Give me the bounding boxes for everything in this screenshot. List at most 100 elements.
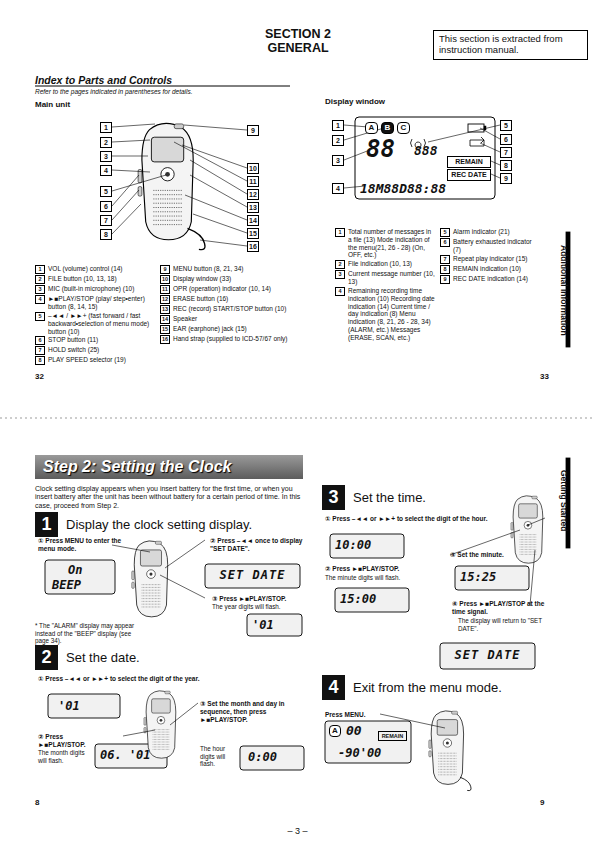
speaker-grille	[153, 220, 182, 221]
leader-line	[428, 125, 500, 142]
hand-strap	[460, 777, 471, 790]
item-number: 1	[35, 265, 45, 274]
lcd-digits: 00	[346, 724, 376, 738]
leader-line	[480, 128, 500, 139]
item-number: 1	[335, 228, 345, 237]
callout-number: 15	[247, 228, 259, 239]
play-button	[157, 716, 165, 724]
lcd-text: 10:00	[335, 538, 400, 552]
parts-list-item: 15EAR (earphone) jack (15)	[160, 325, 292, 334]
leader-line	[170, 703, 198, 725]
side-button	[429, 751, 431, 757]
speaker-grille	[153, 224, 182, 225]
item-description: PLAY SPEED selector (19)	[48, 356, 153, 365]
instruction-text: ④ Press ►■PLAY/STOP at the time signal.	[452, 600, 547, 616]
instruction-text: ① Press –◄◄ or ►►+ to select the digit o…	[38, 675, 288, 683]
instruction-text: Press MENU.	[325, 711, 405, 719]
step-title: Display the clock setting display.	[66, 517, 252, 532]
lcd-display	[247, 614, 302, 636]
callout-text: 12	[249, 191, 257, 198]
callout-text: 3	[336, 157, 340, 164]
speaker-grille	[142, 595, 161, 596]
parts-list-item: 16Hand strap (supplied to ICD-57/67 only…	[160, 335, 292, 344]
leader-line	[190, 175, 247, 207]
item-number: 3	[335, 270, 345, 279]
parts-list-item: 2File indication (10, 13)	[335, 260, 435, 269]
leader-line	[160, 575, 205, 598]
subheading: Main unit	[35, 100, 135, 109]
step-title: Set the time.	[353, 490, 426, 505]
instruction-text: ③ Set the month and day in sequence, the…	[200, 700, 300, 723]
item-number: 12	[160, 295, 170, 304]
leader-line	[112, 140, 150, 142]
parts-list-item: 5–◄◄ / ►►+ (fast forward / fast backward…	[35, 312, 153, 335]
step-heading: 1Display the clock setting display.	[35, 512, 305, 537]
parts-list-item: 12ERASE button (16)	[160, 295, 292, 304]
callout-number: 5	[100, 186, 112, 197]
play-button-center	[165, 172, 170, 177]
item-number: 9	[160, 265, 170, 274]
leader-line	[112, 190, 139, 220]
lcd-tag: A	[329, 725, 341, 737]
leader-line	[190, 160, 247, 194]
lcd-display	[455, 566, 529, 590]
play-button	[161, 168, 174, 181]
recorder-illustration	[132, 541, 168, 617]
item-description: ERASE button (16)	[173, 295, 292, 304]
speaker-grille	[520, 542, 537, 543]
item-description: MENU button (8, 21, 34)	[173, 265, 292, 274]
item-number: 6	[440, 238, 450, 247]
item-number: 2	[35, 275, 45, 284]
lcd-indicator: REC DATE	[447, 169, 491, 181]
speaker-grille	[438, 774, 456, 775]
callout-text: 15	[249, 230, 257, 237]
note-text: The display will return to "SET DATE".	[458, 617, 548, 632]
parts-list-item: 4Remaining recording time indication (10…	[335, 287, 435, 342]
speaker-grille	[153, 732, 170, 733]
speaker-grille	[153, 729, 170, 730]
callout-number: 2	[332, 135, 344, 146]
item-description: Battery exhausted indicator (7)	[453, 238, 540, 254]
play-button-center	[160, 719, 163, 722]
speaker-grille	[153, 216, 182, 217]
side-button	[132, 571, 134, 580]
step-title: Exit from the menu mode.	[353, 680, 502, 695]
callout-number: 1	[100, 122, 112, 133]
callout-text: 8	[504, 162, 508, 169]
callout-text: 8	[104, 231, 108, 238]
parts-list-item: 14Speaker	[160, 315, 292, 324]
parts-list-item: 7Repeat play indicator (15)	[440, 255, 540, 264]
lcd-text: On	[68, 563, 98, 577]
body-text: Clock setting display appears when you i…	[35, 485, 303, 510]
callout-number: 12	[247, 189, 259, 200]
item-description: Display window (33)	[173, 275, 292, 284]
item-number: 14	[160, 315, 170, 324]
callout-number: 7	[500, 147, 512, 158]
callout-number: 8	[100, 229, 112, 240]
callout-number: 14	[247, 215, 259, 226]
note-text: The minute digits will flash.	[325, 574, 435, 582]
callout-number: 6	[500, 134, 512, 145]
leader-line	[112, 545, 150, 552]
leader-line	[174, 142, 247, 181]
leader-line	[480, 143, 500, 152]
parts-list-item: 8REMAIN indication (10)	[440, 265, 540, 274]
lcd-text: 15:00	[340, 592, 405, 606]
callout-text: 6	[104, 203, 108, 210]
display-window	[151, 137, 183, 162]
lcd-display	[440, 643, 535, 669]
step-heading: 4Exit from the menu mode.	[322, 675, 552, 700]
item-description: STOP button (11)	[48, 336, 153, 345]
item-number: 4	[35, 295, 45, 304]
speaker-grille	[438, 764, 456, 765]
top-button	[174, 124, 184, 129]
callout-number: 6	[100, 201, 112, 212]
leader-line	[112, 170, 150, 172]
play-button-center	[446, 742, 449, 745]
item-description: REC (record) START/STOP button (10)	[173, 305, 292, 314]
item-description: REC DATE indication (14)	[453, 275, 540, 284]
top-button	[165, 691, 171, 694]
speaker-grille	[520, 554, 537, 555]
item-description: Remaining recording time indication (10)…	[348, 287, 435, 342]
side-button	[138, 187, 142, 197]
